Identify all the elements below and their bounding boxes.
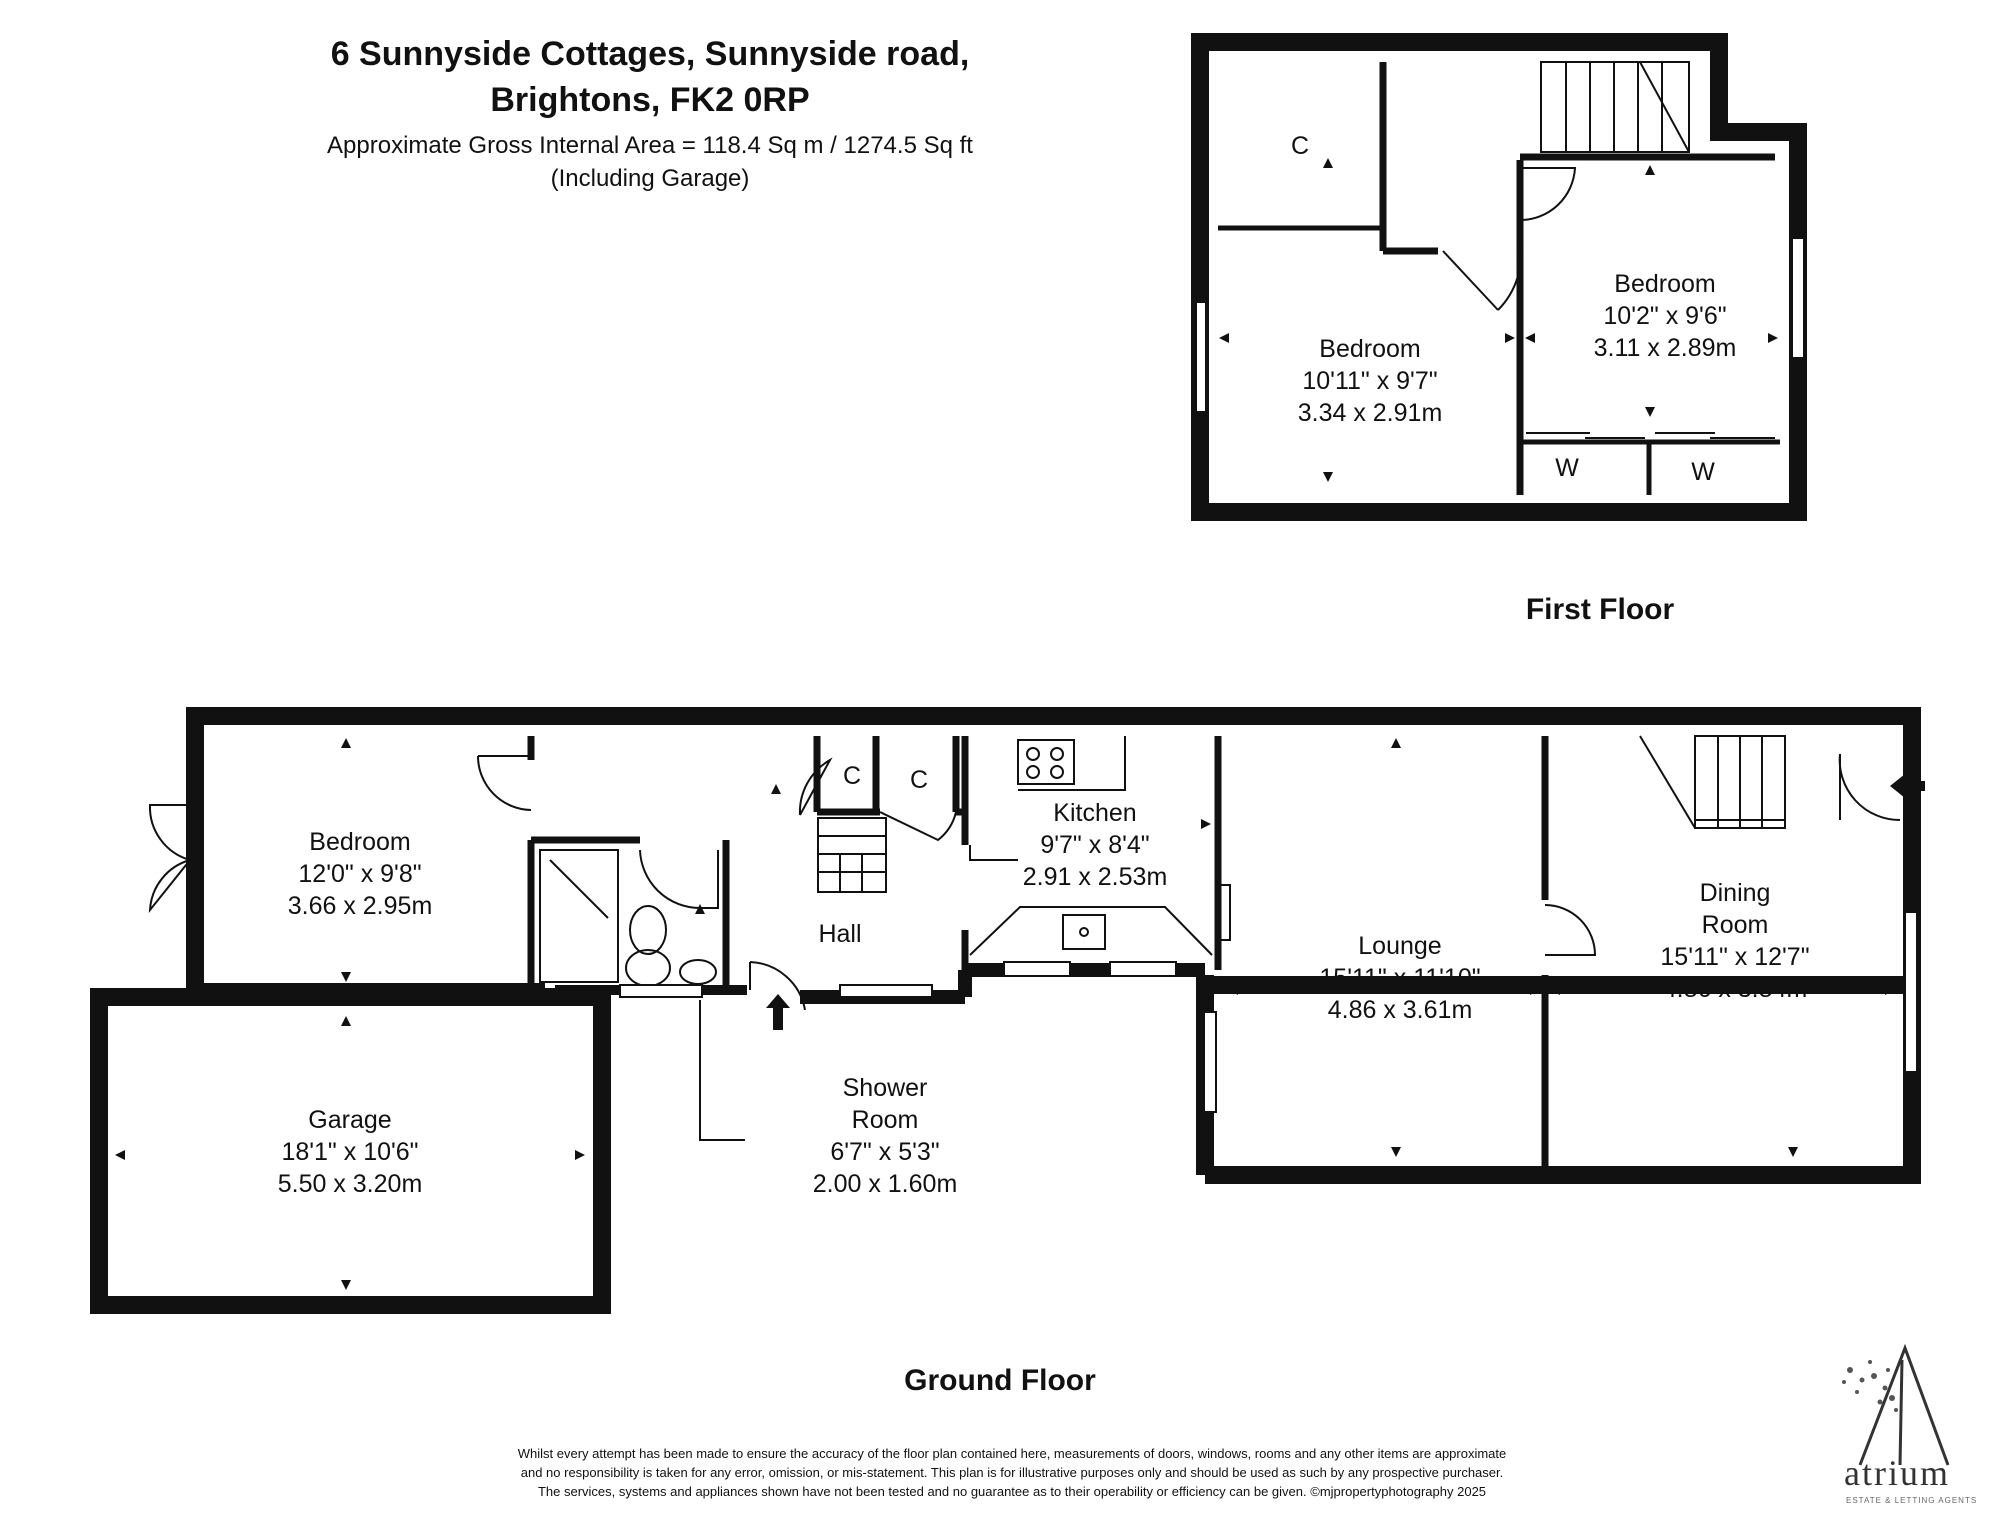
address-line-2: Brightons, FK2 0RP xyxy=(490,81,810,119)
ground-floor-cupboard-label-1: C xyxy=(842,762,862,790)
room-name: Bedroom xyxy=(1319,335,1421,363)
entrance-arrow-side xyxy=(1890,774,1925,798)
room-name: Bedroom xyxy=(309,828,411,856)
hall-label: Hall xyxy=(818,920,862,948)
room-name-line-1: Dining xyxy=(1699,879,1771,907)
room-metric: 3.11 x 2.89m xyxy=(1593,334,1737,362)
room-imperial: 10'11" x 9'7" xyxy=(1302,367,1438,395)
first-floor-cupboard-label: C xyxy=(1290,132,1310,160)
first-floor-bedroom-2: Bedroom 10'2" x 9'6" 3.11 x 2.89m xyxy=(1545,268,1785,364)
disclaimer-line-3: The services, systems and appliances sho… xyxy=(537,1483,1487,1499)
area-note: (Including Garage) xyxy=(550,165,750,192)
shower-room: Shower Room 6'7" x 5'3" 2.00 x 1.60m xyxy=(765,1072,1005,1200)
room-name-line-1: Shower xyxy=(842,1074,928,1102)
first-floor-plan xyxy=(1191,33,1807,521)
disclaimer-line-1: Whilst every attempt has been made to en… xyxy=(517,1446,1507,1461)
room-metric: 5.50 x 3.20m xyxy=(277,1170,423,1198)
logo-wordmark: atrium xyxy=(1844,1453,1950,1493)
logo-tagline: ESTATE & LETTING AGENTS xyxy=(1846,1496,1978,1505)
disclaimer-line-2: and no responsibility is taken for any e… xyxy=(520,1464,1504,1480)
room-metric: 3.66 x 2.95m xyxy=(287,892,433,920)
disclaimer: Whilst every attempt has been made to en… xyxy=(362,1445,1662,1502)
gross-internal-area: Approximate Gross Internal Area = 118.4 … xyxy=(327,132,973,159)
first-floor-title: First Floor xyxy=(1525,593,1675,626)
room-metric: 4.86 x 3.84m xyxy=(1662,975,1808,1003)
room-name: Garage xyxy=(308,1106,392,1134)
room-imperial: 10'2" x 9'6" xyxy=(1603,302,1727,330)
kitchen: Kitchen 9'7" x 8'4" 2.91 x 2.53m xyxy=(975,797,1215,893)
wardrobe-label-2: W xyxy=(1691,458,1715,486)
room-metric: 2.91 x 2.53m xyxy=(1022,863,1168,891)
room-imperial: 15'11" x 11'10" xyxy=(1319,964,1481,992)
ground-floor-plan xyxy=(90,707,1921,1314)
room-name: Lounge xyxy=(1358,932,1442,960)
room-imperial: 18'1" x 10'6" xyxy=(281,1138,419,1166)
room-name-line-2: Room xyxy=(1701,911,1769,939)
room-imperial: 15'11" x 12'7" xyxy=(1660,943,1810,971)
room-imperial: 6'7" x 5'3" xyxy=(830,1138,940,1166)
dining-room: Dining Room 15'11" x 12'7" 4.86 x 3.84m xyxy=(1605,877,1865,1005)
ground-floor-title: Ground Floor xyxy=(904,1364,1096,1397)
room-metric: 4.86 x 3.61m xyxy=(1327,996,1473,1024)
room-imperial: 12'0" x 9'8" xyxy=(298,860,422,888)
entrance-arrow-front xyxy=(766,994,790,1030)
atrium-logo: atrium ESTATE & LETTING AGENTS xyxy=(1830,1340,1980,1510)
room-metric: 3.34 x 2.91m xyxy=(1297,399,1443,427)
lounge: Lounge 15'11" x 11'10" 4.86 x 3.61m xyxy=(1270,930,1530,1026)
room-name: Bedroom xyxy=(1614,270,1716,298)
garage: Garage 18'1" x 10'6" 5.50 x 3.20m xyxy=(230,1104,470,1200)
ground-floor-cupboard-label-2: C xyxy=(909,766,929,794)
room-imperial: 9'7" x 8'4" xyxy=(1040,831,1150,859)
ground-floor-bedroom: Bedroom 12'0" x 9'8" 3.66 x 2.95m xyxy=(240,826,480,922)
room-metric: 2.00 x 1.60m xyxy=(812,1170,958,1198)
wardrobe-label-1: W xyxy=(1555,454,1579,482)
atrium-logo-mark-icon xyxy=(1842,1343,1950,1466)
first-floor-bedroom-1: Bedroom 10'11" x 9'7" 3.34 x 2.91m xyxy=(1250,333,1490,429)
address-line-1: 6 Sunnyside Cottages, Sunnyside road, xyxy=(330,35,970,73)
room-name-line-2: Room xyxy=(851,1106,919,1134)
room-name: Kitchen xyxy=(1053,799,1137,827)
